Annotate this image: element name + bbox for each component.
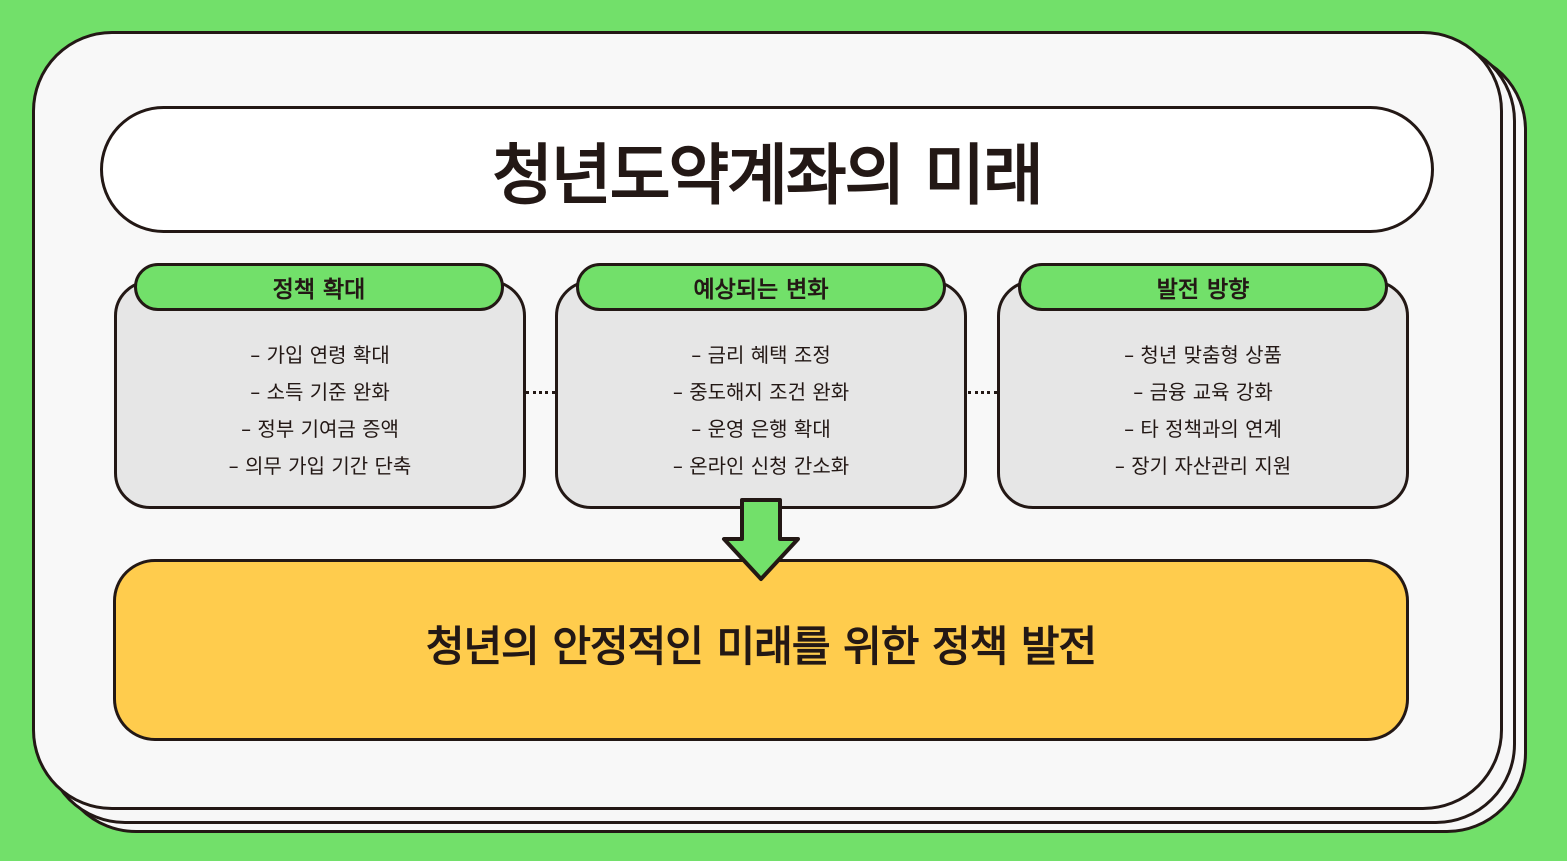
list-item: – 중도해지 조건 완화 [672,380,850,404]
list-item: – 장기 자산관리 지원 [1114,454,1292,478]
card-header-label: 정책 확대 [272,277,366,303]
title-banner: 청년도약계좌의 미래 [100,106,1434,233]
list-item: – 금융 교육 강화 [1133,380,1273,404]
result-box: 청년의 안정적인 미래를 위한 정책 발전 [113,559,1409,741]
card-header-development-direction: 발전 방향 [1018,263,1388,311]
list-item: – 운영 은행 확대 [691,417,831,441]
list-item: – 청년 맞춤형 상품 [1124,343,1282,367]
dotted-connector-1 [526,391,555,394]
card-header-expected-changes: 예상되는 변화 [576,263,946,311]
card-item-list: – 청년 맞춤형 상품 – 금융 교육 강화 – 타 정책과의 연계 – 장기 … [1000,337,1406,485]
card-item-list: – 금리 혜택 조정 – 중도해지 조건 완화 – 운영 은행 확대 – 온라인… [558,337,964,485]
dotted-connector-2 [968,391,997,394]
list-item: – 금리 혜택 조정 [691,343,831,367]
list-item: – 의무 가입 기간 단축 [228,454,412,478]
card-development-direction: – 청년 맞춤형 상품 – 금융 교육 강화 – 타 정책과의 연계 – 장기 … [997,280,1409,509]
list-item: – 타 정책과의 연계 [1124,417,1282,441]
card-item-list: – 가입 연령 확대 – 소득 기준 완화 – 정부 기여금 증액 – 의무 가… [117,337,523,485]
card-header-label: 발전 방향 [1156,277,1250,303]
card-header-policy-expansion: 정책 확대 [134,263,504,311]
list-item: – 정부 기여금 증액 [241,417,399,441]
list-item: – 온라인 신청 간소화 [672,454,850,478]
card-policy-expansion: – 가입 연령 확대 – 소득 기준 완화 – 정부 기여금 증액 – 의무 가… [114,280,526,509]
result-text: 청년의 안정적인 미래를 위한 정책 발전 [425,621,1097,671]
list-item: – 가입 연령 확대 [250,343,390,367]
card-header-label: 예상되는 변화 [693,277,829,303]
list-item: – 소득 기준 완화 [250,380,390,404]
card-expected-changes: – 금리 혜택 조정 – 중도해지 조건 완화 – 운영 은행 확대 – 온라인… [555,280,967,509]
down-arrow-icon [722,498,800,581]
page-title: 청년도약계좌의 미래 [492,136,1043,214]
